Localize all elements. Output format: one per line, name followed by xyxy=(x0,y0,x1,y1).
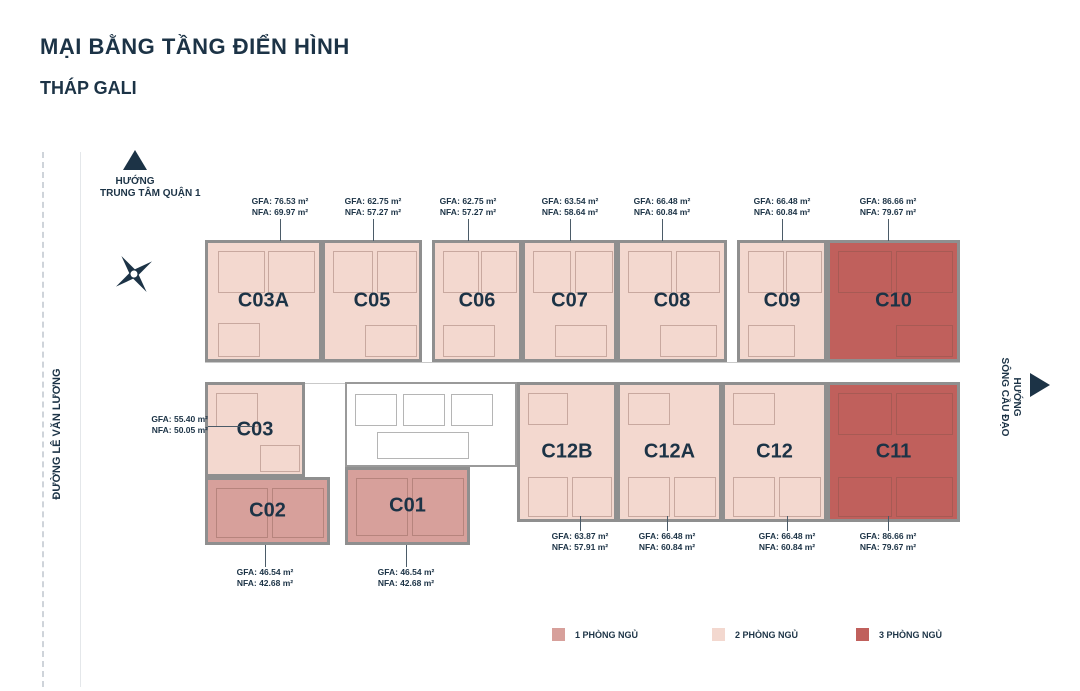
legend-item-three-bedroom: 3 PHÒNG NGỦ xyxy=(856,628,942,641)
legend-label: 2 PHÒNG NGỦ xyxy=(735,629,799,640)
legend-item-one-bedroom: 1 PHÒNG NGỦ xyxy=(552,628,638,641)
unit-c11[interactable]: C11 xyxy=(827,382,960,522)
road-label: ĐƯỜNG LÊ VĂN LƯƠNG xyxy=(51,368,63,500)
legend-swatch xyxy=(856,628,869,641)
leader-line xyxy=(373,219,374,241)
page-title: MẠI BẰNG TẦNG ĐIỂN HÌNH xyxy=(40,34,350,59)
building-core xyxy=(345,382,517,467)
unit-c08[interactable]: C08 xyxy=(617,240,727,362)
unit-c03[interactable]: C03 xyxy=(205,382,305,477)
leader-line xyxy=(406,545,407,567)
unit-code: C03A xyxy=(237,289,290,312)
unit-code: C12 xyxy=(756,440,793,463)
unit-c12a[interactable]: C12A xyxy=(617,382,722,522)
unit-code: C01 xyxy=(389,494,426,517)
unit-c10[interactable]: C10 xyxy=(827,240,960,362)
unit-code: C12A xyxy=(643,440,696,463)
road-inner-line xyxy=(80,152,81,687)
unit-code: C07 xyxy=(551,289,588,312)
unit-c02[interactable]: C02 xyxy=(205,477,330,545)
unit-code: C08 xyxy=(653,289,691,312)
unit-code: C03 xyxy=(236,418,274,440)
north-direction: HƯỚNG TRUNG TÂM QUẬN 1 xyxy=(100,150,201,200)
east-direction-line2: SÔNG CẦU ĐẠO xyxy=(999,357,1010,437)
unit-c07[interactable]: C07 xyxy=(522,240,617,362)
leader-line xyxy=(265,545,266,567)
leader-line xyxy=(888,516,889,531)
leader-line xyxy=(580,516,581,531)
unit-code: C02 xyxy=(249,499,286,522)
page-subtitle: THÁP GALI xyxy=(40,78,137,98)
triangle-up-icon xyxy=(123,150,147,170)
unit-code: C12B xyxy=(541,440,593,463)
legend-swatch xyxy=(552,628,565,641)
road-edge-line xyxy=(42,152,44,687)
legend-item-two-bedroom: 2 PHÒNG NGỦ xyxy=(712,628,798,641)
unit-c05[interactable]: C05 xyxy=(322,240,422,362)
unit-c01[interactable]: C01 xyxy=(345,467,470,545)
leader-line xyxy=(782,219,783,241)
leader-line xyxy=(667,516,668,531)
leader-line xyxy=(662,219,663,241)
north-direction-line2: TRUNG TÂM QUẬN 1 xyxy=(100,188,201,199)
leader-line xyxy=(208,426,253,427)
leader-line xyxy=(280,219,281,241)
triangle-right-icon xyxy=(1030,373,1050,397)
unit-c03a[interactable]: C03A xyxy=(205,240,322,362)
leader-line xyxy=(888,219,889,241)
unit-code: C09 xyxy=(763,289,801,312)
unit-code: C11 xyxy=(875,440,912,463)
legend-swatch xyxy=(712,628,725,641)
unit-code: C05 xyxy=(353,289,391,312)
legend-label: 3 PHÒNG NGỦ xyxy=(879,629,943,640)
leader-line xyxy=(787,516,788,531)
unit-c12b[interactable]: C12B xyxy=(517,382,617,522)
unit-code: C10 xyxy=(875,289,912,312)
east-direction-line1: HƯỚNG xyxy=(1011,377,1022,417)
unit-code: C06 xyxy=(458,289,496,312)
compass-rose-icon xyxy=(115,255,153,293)
leader-line xyxy=(468,219,469,241)
north-direction-line1: HƯỚNG xyxy=(115,176,155,187)
corridor xyxy=(205,362,960,384)
east-direction-text: HƯỚNG SÔNG CẦU ĐẠO xyxy=(998,347,1022,447)
unit-c06[interactable]: C06 xyxy=(432,240,522,362)
unit-c09[interactable]: C09 xyxy=(737,240,827,362)
unit-c12[interactable]: C12 xyxy=(722,382,827,522)
legend-label: 1 PHÒNG NGỦ xyxy=(575,629,639,640)
leader-line xyxy=(570,219,571,241)
